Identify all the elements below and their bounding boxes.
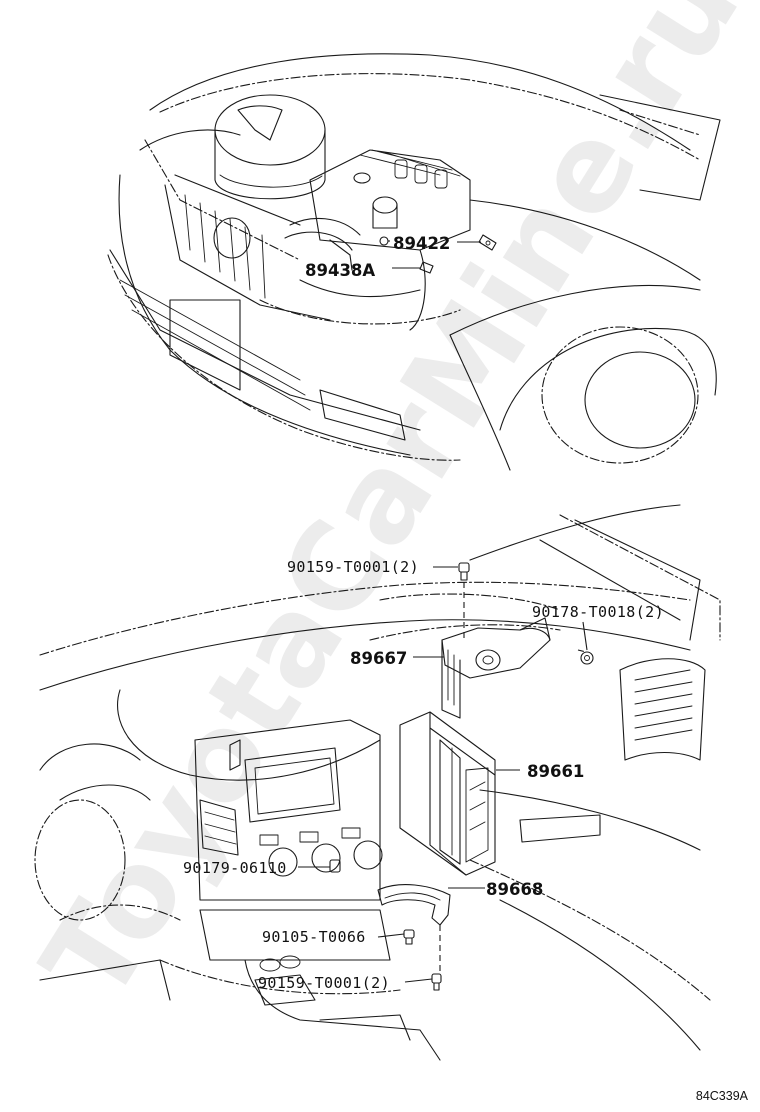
bolt-90159-top-part [458, 562, 470, 581]
air-vent-left [199, 799, 239, 856]
callout-90178-t0018: 90178-T0018(2) [532, 603, 664, 621]
sensor-89422-part [478, 234, 497, 251]
callout-89438a: 89438A [305, 261, 375, 280]
dashboard-illustration: 90159-T0001(2) 90178-T0018(2) 89667 8966… [34, 504, 721, 1061]
ecu-89661-part [399, 711, 496, 876]
bracket-89668-part [377, 884, 451, 926]
air-vent-right [619, 658, 706, 761]
callout-90179-06110: 90179-06110 [183, 859, 287, 877]
nut-90178-part [580, 651, 594, 665]
callout-89667: 89667 [350, 649, 407, 668]
clip-90179-06110-part [329, 859, 341, 873]
engine-bay-illustration: 89422 89438A [107, 53, 721, 471]
bolt-90159-bottom-part [431, 973, 442, 991]
figure-code: 84C339A [696, 1089, 749, 1103]
screw-90105-part [403, 929, 415, 945]
callout-90105-t0066: 90105-T0066 [262, 928, 366, 946]
callout-90159-t0001-bottom: 90159-T0001(2) [258, 974, 390, 992]
callout-89668: 89668 [486, 880, 543, 899]
sensor-89438a-part [419, 261, 434, 274]
callout-90159-t0001-top: 90159-T0001(2) [287, 558, 419, 576]
callout-89422: 89422 [393, 234, 450, 253]
callout-89661: 89661 [527, 762, 584, 781]
bracket-89667-part [441, 617, 551, 719]
